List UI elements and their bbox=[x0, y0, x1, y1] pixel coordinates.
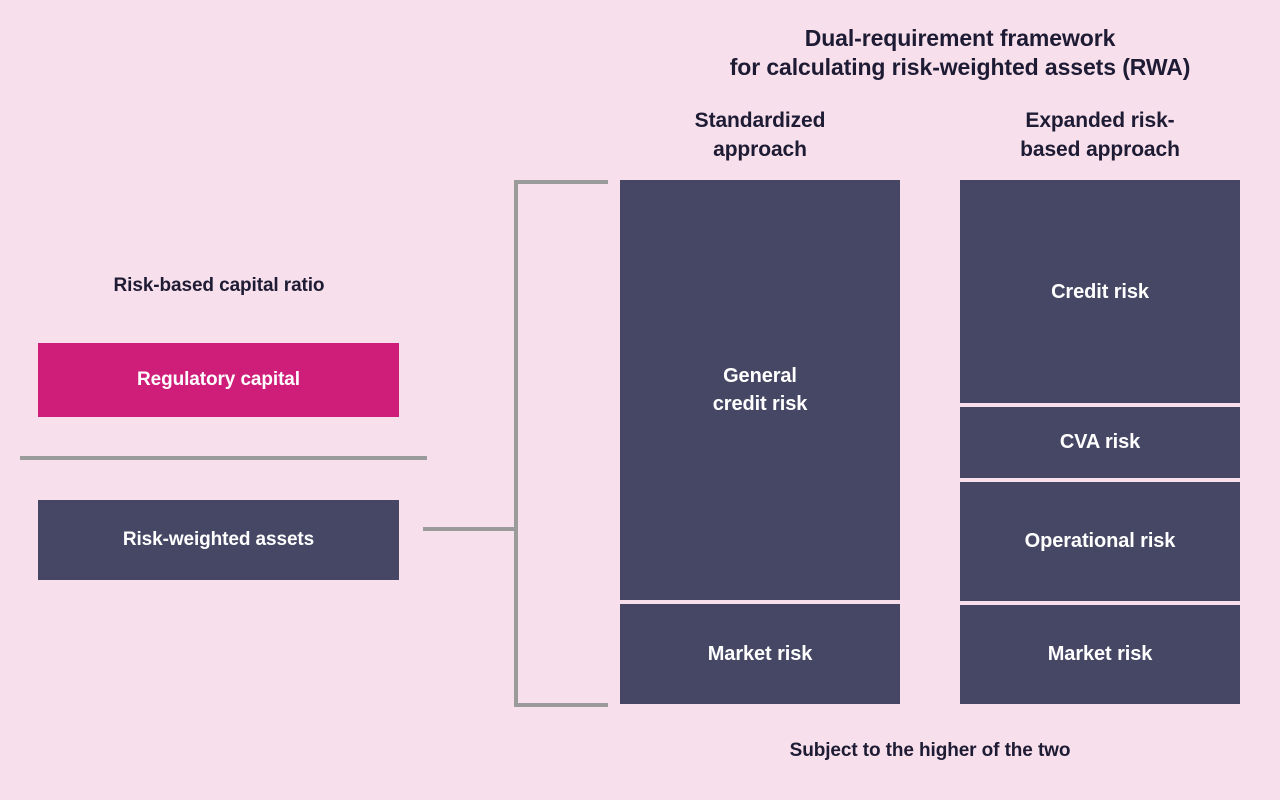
bracket-stem-line bbox=[514, 180, 518, 707]
footnote-text: Subject to the higher of the two bbox=[789, 740, 1071, 761]
risk-block-cva-risk: CVA risk bbox=[960, 407, 1240, 478]
risk-block-market-risk: Market risk bbox=[620, 604, 900, 704]
risk-block-operational-risk: Operational risk bbox=[960, 481, 1240, 601]
diagram-title: Dual-requirement framework for calculati… bbox=[729, 25, 1191, 80]
regulatory-capital-box: Regulatory capital bbox=[38, 343, 399, 417]
rwa-connector-line bbox=[423, 527, 518, 531]
fraction-divider-line bbox=[20, 456, 427, 460]
bracket-arm-top-line bbox=[514, 180, 608, 184]
column-header-standardized: Standardized approach bbox=[694, 109, 826, 161]
risk-column-standardized: General credit risk Market risk bbox=[620, 180, 900, 704]
risk-weighted-assets-box: Risk-weighted assets bbox=[38, 500, 399, 580]
risk-block-credit-risk: Credit risk bbox=[960, 180, 1240, 404]
risk-block-general-credit-risk: General credit risk bbox=[620, 180, 900, 600]
risk-block-market-risk: Market risk bbox=[960, 604, 1240, 704]
bracket-arm-bottom-line bbox=[514, 703, 608, 707]
column-header-expanded: Expanded risk- based approach bbox=[1020, 109, 1180, 161]
risk-based-capital-ratio-label: Risk-based capital ratio bbox=[113, 275, 325, 296]
risk-column-expanded: Credit risk CVA risk Operational risk Ma… bbox=[960, 180, 1240, 704]
